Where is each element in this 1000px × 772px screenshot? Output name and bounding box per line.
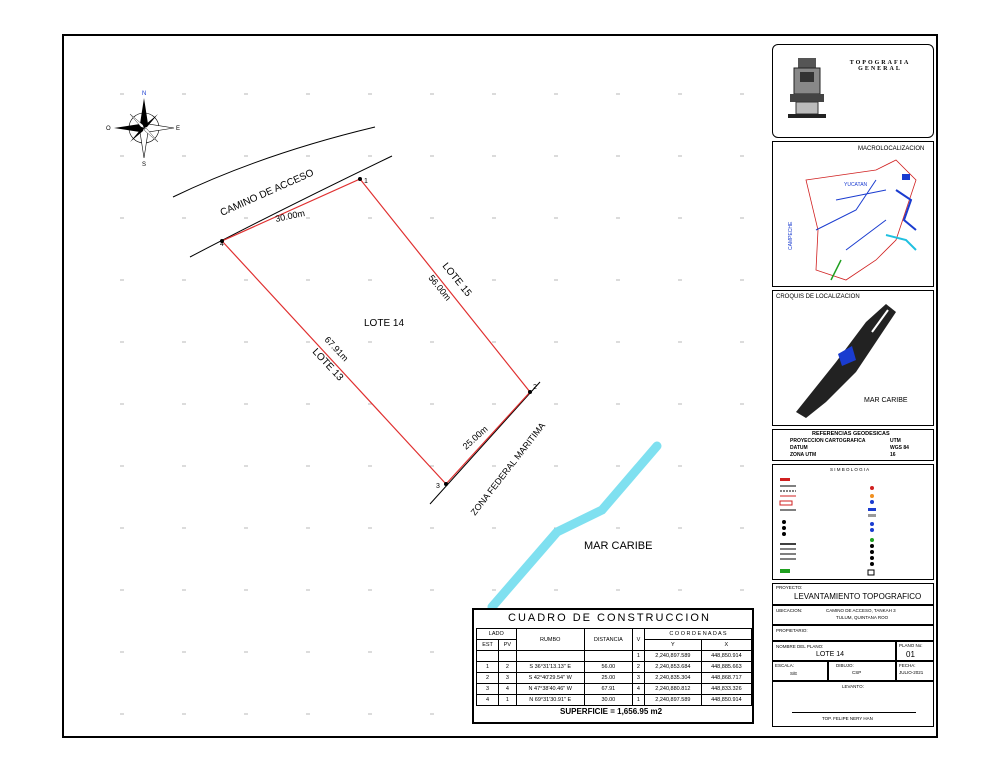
table-row: 1 2,240,897.589 448,850.914	[475, 650, 753, 662]
water-coastline	[487, 441, 662, 612]
vertex-label-1: 1	[364, 178, 368, 185]
cuadro-title: CUADRO DE CONSTRUCCION	[508, 612, 711, 624]
ref-row-2-key: DATUM	[790, 445, 808, 451]
ref-row-2-val: WGS 84	[890, 445, 909, 451]
ref-panel	[772, 429, 934, 461]
propietario-panel	[772, 625, 934, 641]
escala-label: ESCALA:	[775, 663, 795, 668]
ubicacion-panel	[772, 605, 934, 625]
simbologia-symbols	[779, 478, 876, 576]
nombre-panel	[772, 641, 896, 661]
fecha-panel	[896, 661, 934, 681]
escala-panel	[772, 661, 828, 681]
superficie: SUPERFICIE = 1,656.95 m2	[560, 707, 663, 716]
cuadro-table: LADO RUMBO DISTANCIA V C O O R D E N A D…	[475, 628, 753, 706]
mar-label: MAR CARIBE	[584, 540, 652, 552]
macro-title: MACROLOCALIZACION	[858, 146, 925, 152]
croquis-title: CROQUIS DE LOCALIZACION	[776, 294, 860, 300]
dist-25-label: 25.00m	[461, 424, 490, 452]
plano-label: PLANO No:	[899, 643, 923, 648]
h-rumbo: RUMBO	[515, 628, 585, 651]
croquis-mar: MAR CARIBE	[864, 397, 908, 404]
levanto-value: TOP. FELIPE NERY HAN	[822, 716, 873, 721]
ref-row-1-val: UTM	[890, 438, 901, 444]
simbologia-title: S I M B O L O G I A	[830, 467, 870, 472]
h-v: V	[631, 628, 646, 651]
dibujo-value: CSP	[852, 670, 862, 675]
lote14-label: LOTE 14	[364, 318, 404, 329]
vertex-1	[358, 177, 362, 181]
vertex-label-4: 4	[220, 241, 224, 248]
vertex-2	[528, 390, 532, 394]
vertex-3	[444, 482, 448, 486]
ubicacion-value-2: TULUM, QUINTANA ROO	[836, 615, 889, 620]
logo-title: TOPOGRAFIA GENERAL	[849, 60, 911, 72]
proyecto-value: LEVANTAMIENTO TOPOGRAFICO	[794, 592, 922, 601]
ref-row-1-key: PROYECCION CARTOGRAFICA	[790, 438, 866, 444]
macro-yucatan: YUCATAN	[844, 182, 868, 188]
levanto-panel	[772, 681, 934, 727]
site-plan: 1 2 3 4 CAMINO DE ACCESO 30.00m LOTE 15 …	[106, 91, 744, 715]
h-est: EST	[475, 639, 500, 651]
road-edge-upper	[172, 126, 376, 198]
h-distancia: DISTANCIA	[583, 628, 633, 651]
vertex-4	[220, 239, 224, 243]
croquis-map: MAR CARIBE	[796, 304, 908, 418]
north-arrow-icon: N S E O	[106, 91, 180, 168]
ubicacion-value-1: CAMINO DE ACCESO, TANKAH 3	[826, 608, 896, 613]
h-coord: C O O R D E N A D A S	[644, 628, 752, 640]
proyecto-panel	[772, 583, 934, 605]
h-lado: LADO	[476, 628, 517, 640]
signature-line	[792, 712, 916, 713]
compass-n: N	[142, 91, 146, 97]
h-y: Y	[644, 639, 702, 651]
ubicacion-label: UBICACION:	[776, 608, 803, 613]
compass-s: S	[142, 162, 146, 168]
simbologia-panel	[772, 464, 934, 580]
plano-panel	[896, 641, 934, 661]
plano-value: 01	[906, 650, 915, 659]
compass-e: E	[176, 126, 180, 132]
zona-federal-line	[429, 381, 541, 505]
vertex-label-2: 2	[533, 384, 537, 391]
levanto-label: LEVANTO:	[842, 684, 864, 689]
vertex-label-3: 3	[436, 483, 440, 490]
h-pv: PV	[498, 639, 517, 651]
theodolite-icon	[788, 58, 826, 118]
ref-row-3-key: ZONA UTM	[790, 452, 817, 458]
nombre-value: LOTE 14	[816, 651, 845, 658]
dist-30-label: 30.00m	[274, 208, 305, 224]
macro-map: YUCATAN CAMPECHE	[788, 159, 917, 281]
proyecto-label: PROYECTO:	[776, 585, 803, 590]
dibujo-label: DIBUJO:	[836, 663, 854, 668]
propietario-label: PROPIETARIO:	[776, 628, 808, 633]
lote-14-boundary	[220, 178, 531, 485]
ref-row-3-val: 16	[890, 452, 896, 458]
ref-title: REFERENCIAS GEODESICAS	[812, 431, 890, 437]
escala-value: S/E	[790, 671, 798, 676]
nombre-label: NOMBRE DEL PLANO:	[776, 644, 824, 649]
compass-o: O	[106, 126, 111, 132]
road-edge-lower	[189, 155, 393, 258]
fecha-label: FECHA:	[899, 663, 916, 668]
macro-campeche: CAMPECHE	[788, 221, 794, 250]
dibujo-panel	[828, 661, 896, 681]
h-x: X	[700, 639, 753, 651]
fecha-value: JULIO-2021	[899, 670, 924, 675]
